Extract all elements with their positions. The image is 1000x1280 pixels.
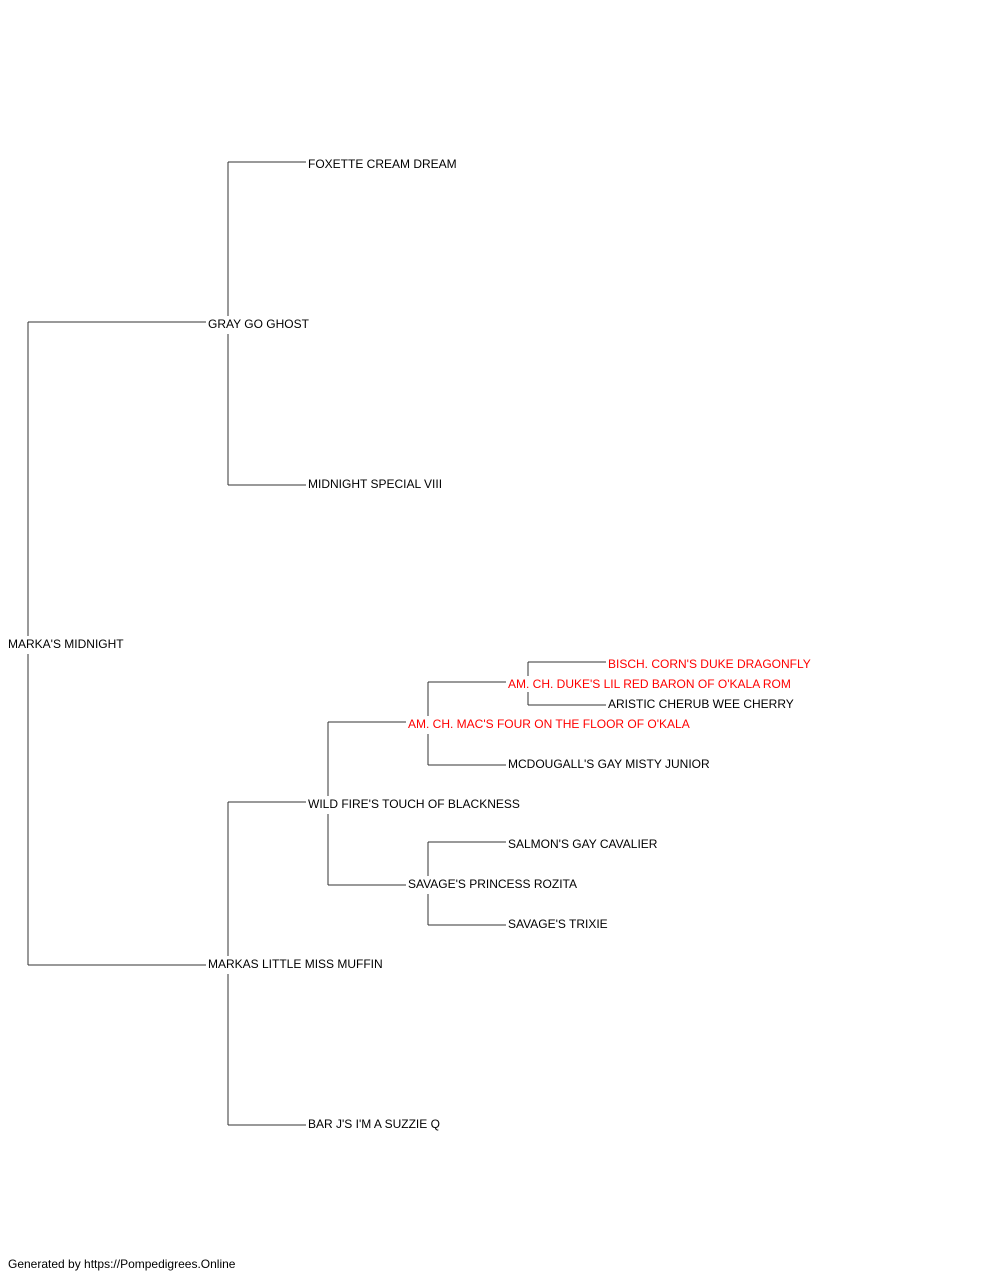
pedigree-node-dam-sire-sire-sire-dam: ARISTIC CHERUB WEE CHERRY (608, 697, 794, 711)
pedigree-node-dam-sire-dam: SAVAGE'S PRINCESS ROZITA (408, 877, 577, 891)
pedigree-node-sire-dam: MIDNIGHT SPECIAL VIII (308, 477, 443, 491)
pedigree-node-dam-sire-dam-dam: SAVAGE'S TRIXIE (508, 917, 608, 931)
pedigree-node-sire-sire: FOXETTE CREAM DREAM (308, 157, 457, 171)
connector-wild-fire (327, 721, 406, 886)
connector-macs-four (427, 681, 506, 766)
pedigree-node-dam-sire-sire-dam: MCDOUGALL'S GAY MISTY JUNIOR (508, 757, 710, 771)
pedigree-node-dam-sire-sire-sire: AM. CH. DUKE'S LIL RED BARON OF O'KALA R… (508, 677, 791, 691)
connector-savages-princess-rozita (427, 841, 506, 926)
pedigree-node-dam: MARKAS LITTLE MISS MUFFIN (208, 957, 383, 971)
pedigree-node-sire: GRAY GO GHOST (208, 317, 309, 331)
connector-subject (27, 321, 206, 966)
pedigree-node-dam-sire: WILD FIRE'S TOUCH OF BLACKNESS (308, 797, 520, 811)
pedigree-node-dam-sire-sire-sire-sire: BISCH. CORN'S DUKE DRAGONFLY (608, 657, 811, 671)
connector-markas-little-miss-muffin (227, 801, 306, 1126)
connector-gray-go-ghost (227, 161, 306, 486)
pedigree-node-subject: MARKA'S MIDNIGHT (8, 637, 124, 651)
pedigree-node-dam-sire-dam-sire: SALMON'S GAY CAVALIER (508, 837, 658, 851)
pedigree-node-dam-sire-sire: AM. CH. MAC'S FOUR ON THE FLOOR OF O'KAL… (408, 717, 690, 731)
connector-dukes-lil-red-baron (527, 661, 606, 706)
generated-by-footer: Generated by https://Pompedigrees.Online (8, 1257, 236, 1271)
pedigree-node-dam-dam: BAR J'S I'M A SUZZIE Q (308, 1117, 440, 1131)
